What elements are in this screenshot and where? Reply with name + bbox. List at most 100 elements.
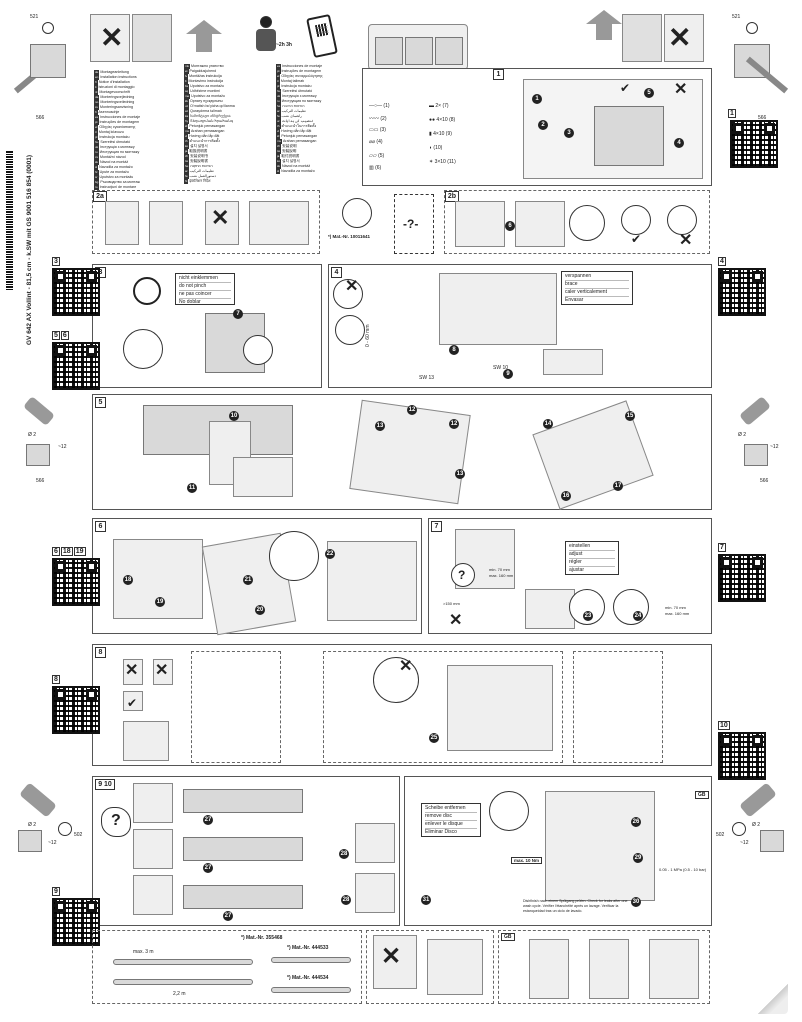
language-text: Upute za montažu (99, 170, 129, 174)
qr-code-9[interactable] (52, 898, 100, 946)
panel-number: 9 10 (95, 779, 115, 790)
sw10-label: SW 10 (493, 365, 509, 371)
language-text: راهنمای نصب (281, 114, 302, 118)
language-code: fa (184, 174, 189, 179)
language-text: Montavimo instrukcija (188, 79, 224, 83)
language-code: sl (94, 165, 99, 170)
corner-mark-tr (746, 22, 758, 34)
language-text: Monteringsvejledning (100, 95, 135, 99)
qr-code-1[interactable] (730, 120, 778, 168)
language-text: Uputstvo za montažu (190, 84, 224, 88)
language-text: Paigaldusjuhend (189, 69, 217, 73)
language-code: uk (276, 94, 282, 99)
qr-code-6[interactable] (52, 558, 100, 606)
panel-number: 5 (95, 397, 106, 408)
language-text: სამონტაჟო ინსტრუქცია (190, 114, 231, 118)
step-number: 10 (229, 411, 239, 421)
qr-code-8[interactable] (52, 686, 100, 734)
cross-icon: ✕ (100, 22, 124, 53)
step-number: 27 (203, 863, 213, 873)
language-text: Notice d'installation (98, 80, 130, 84)
panel-6: 6 18 19 21 20 22 (92, 518, 422, 636)
step-number: 7 (233, 309, 243, 319)
language-text: 取付説明書 (281, 154, 300, 158)
qr-code-4[interactable] (718, 268, 766, 316)
step-number: 13 (375, 421, 385, 431)
language-text: Ръководство за монтаж (100, 180, 140, 184)
language-code: no (94, 100, 100, 105)
language-code: bg (94, 180, 100, 185)
language-code: ur (276, 119, 281, 124)
qr-code-10[interactable] (718, 732, 766, 780)
step-number: 9 (503, 369, 513, 379)
language-text: Navodila za montažo (281, 169, 315, 173)
language-code: hr (94, 170, 99, 175)
dim-d2-right-low: Ø 2 (752, 822, 761, 828)
panel-bottom-middle: ✕ (366, 930, 494, 1004)
language-text: इंस्टॉलेशन निर्देश (189, 179, 211, 183)
language-code: nl (94, 90, 99, 95)
step-number: 28 (339, 849, 349, 859)
language-code: ro (94, 185, 99, 190)
panel-1: 1 —○— (1) 〰〰 (2) ▭▭ (3) ⌀⌀ (4) ▱▱ (5) ▥ … (362, 68, 712, 186)
language-text: Инструкция по монтажу (281, 99, 322, 103)
language-text: Montaj kılavuzu (98, 130, 124, 134)
dim-502-left: 502 (74, 832, 83, 838)
step-number: 3 (564, 128, 574, 138)
language-text: Petunjuk pemasangan (281, 134, 318, 138)
panel-5: 5 10 11 12 13 12 13 14 15 16 17 (92, 394, 712, 510)
dim-max-160-right: max. 160 mm (665, 611, 690, 616)
language-code: ru (276, 99, 281, 104)
qr-code-5-6[interactable] (52, 342, 100, 390)
language-code: ko (276, 159, 282, 164)
cam-right (732, 822, 746, 836)
dishwasher-illustration: 1 2 3 5 4 ✔ ✕ (523, 79, 703, 179)
screw-gun-right-low (738, 782, 784, 826)
qr-label-3: 3 (52, 257, 60, 266)
qr-label-8: 8 (52, 675, 60, 684)
language-code: vi (276, 129, 281, 134)
language-text: Instruções de montagem (99, 120, 140, 124)
qr-code-3[interactable] (52, 268, 100, 316)
language-text: Montāžas instrukcija (189, 74, 222, 78)
dim-d2-left: Ø 2 (28, 432, 37, 438)
language-code: he (184, 164, 190, 169)
dim-566-top-left: 566 (36, 115, 45, 121)
language-code: da (94, 95, 100, 100)
language-text: Arahan pemasangan (283, 139, 317, 143)
language-code: el (94, 125, 99, 130)
panel-2a: 2a ✕ (92, 190, 320, 254)
dim-12-left-low: ~12 (48, 840, 57, 846)
arrow-up-right-stem (596, 24, 612, 40)
step-number: 11 (187, 483, 197, 493)
language-text: 安裝說明書 (190, 159, 208, 163)
qr-code-7[interactable] (718, 554, 766, 602)
step-number: 18 (123, 575, 133, 585)
language-text: Szerelési útmutató (100, 140, 131, 144)
language-text: Návod na montáž (100, 160, 129, 164)
dim-12-right-low: ~12 (740, 840, 749, 846)
language-code: id (184, 124, 189, 129)
corner-mark-tl (42, 22, 54, 34)
language-text: تنصیب کی ہدایات (281, 119, 314, 123)
language-text: Návod na montáž (282, 164, 311, 168)
